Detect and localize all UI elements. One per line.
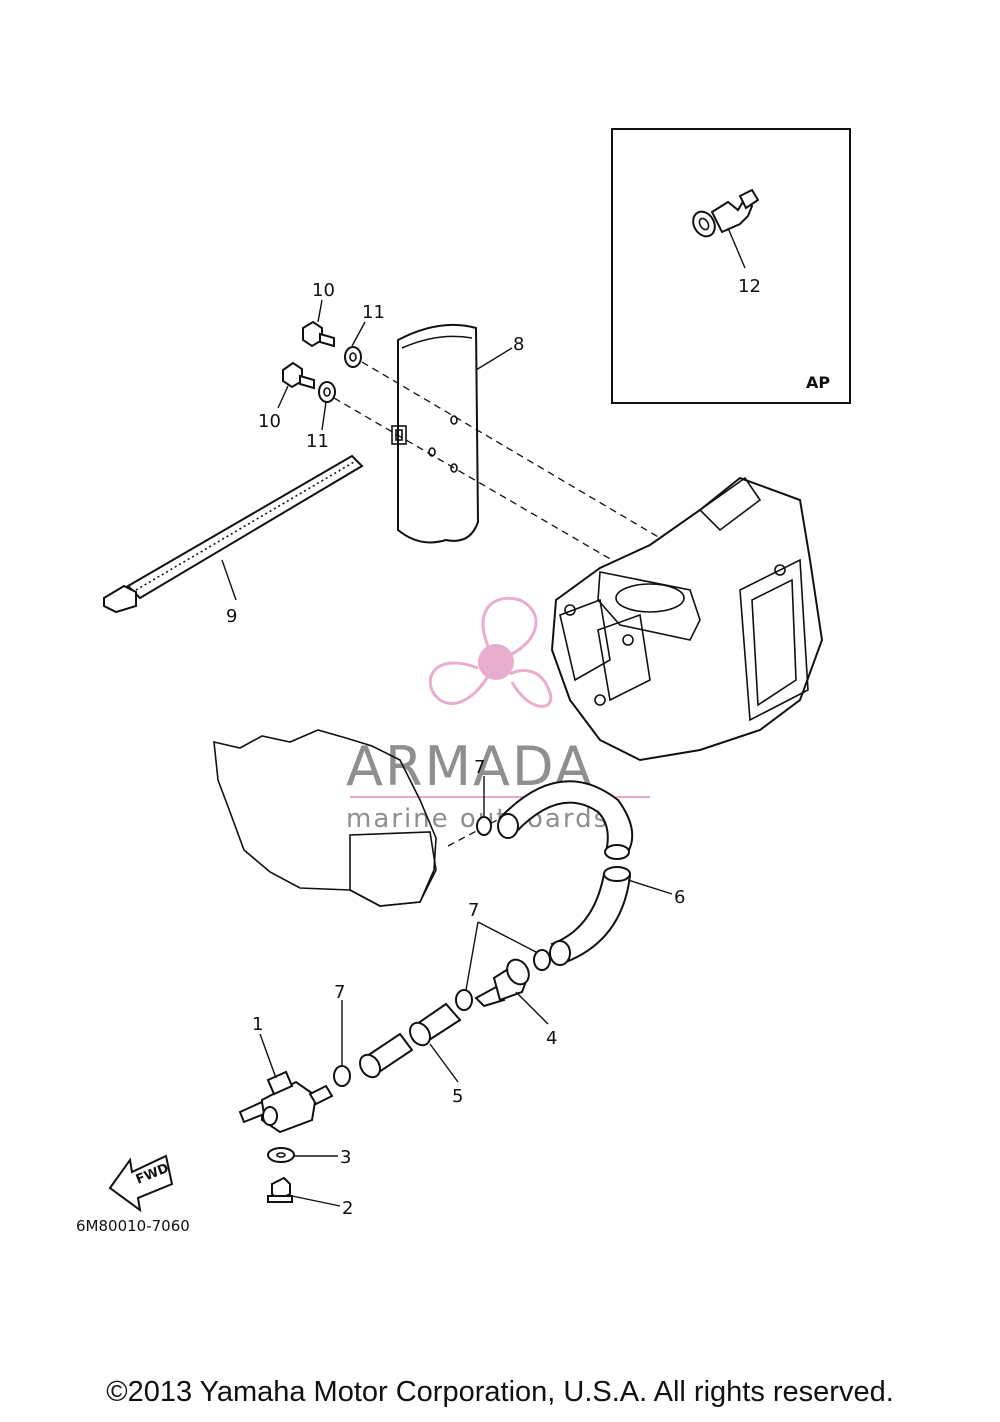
inset-box: 12 AP — [611, 128, 851, 404]
part-7-clip-mid-b — [455, 989, 473, 1011]
part-6-hose — [497, 780, 634, 966]
part-12-fitting — [692, 188, 760, 238]
part-10-bolt-lower — [282, 361, 315, 390]
callout-5: 5 — [452, 1086, 463, 1107]
part-2-screw — [267, 1176, 293, 1203]
callout-12: 12 — [738, 276, 761, 297]
callout-8: 8 — [513, 334, 524, 355]
part-9-cable-tie — [103, 454, 364, 614]
part-5-hose-a — [359, 1032, 414, 1079]
callout-11-lower: 11 — [306, 431, 329, 452]
engine-block — [550, 476, 824, 762]
part-1-fuel-joint — [238, 1070, 334, 1134]
callout-6: 6 — [674, 887, 685, 908]
armada-logo — [428, 596, 553, 708]
part-7-clip-mid-a — [533, 949, 551, 971]
drawing-code: 6M80010-7060 — [76, 1217, 190, 1235]
part-8-cover — [391, 323, 480, 544]
callout-2: 2 — [342, 1198, 353, 1219]
callout-10-upper: 10 — [312, 280, 335, 301]
callout-9: 9 — [226, 606, 237, 627]
part-11-washer-upper — [344, 346, 362, 368]
copyright-notice: ©2013 Yamaha Motor Corporation, U.S.A. A… — [106, 1376, 894, 1408]
callout-1: 1 — [252, 1014, 263, 1035]
inset-label: AP — [806, 373, 830, 392]
callout-7-upper: 7 — [474, 757, 485, 778]
callout-10-lower: 10 — [258, 411, 281, 432]
part-10-bolt-upper — [302, 320, 335, 348]
part-4-fitting — [474, 958, 530, 1008]
part-5-hose-b — [409, 1002, 462, 1047]
callout-7-mid: 7 — [468, 900, 479, 921]
callout-7-lower: 7 — [334, 982, 345, 1003]
part-7-clip-lower — [333, 1065, 351, 1087]
callout-11-upper: 11 — [362, 302, 385, 323]
part-3-washer — [267, 1147, 295, 1163]
part-7-clip-upper — [476, 816, 492, 836]
part-11-washer-lower — [318, 381, 336, 403]
callout-4: 4 — [546, 1028, 557, 1049]
callout-3: 3 — [340, 1147, 351, 1168]
fwd-arrow-icon: FWD — [108, 1154, 174, 1213]
